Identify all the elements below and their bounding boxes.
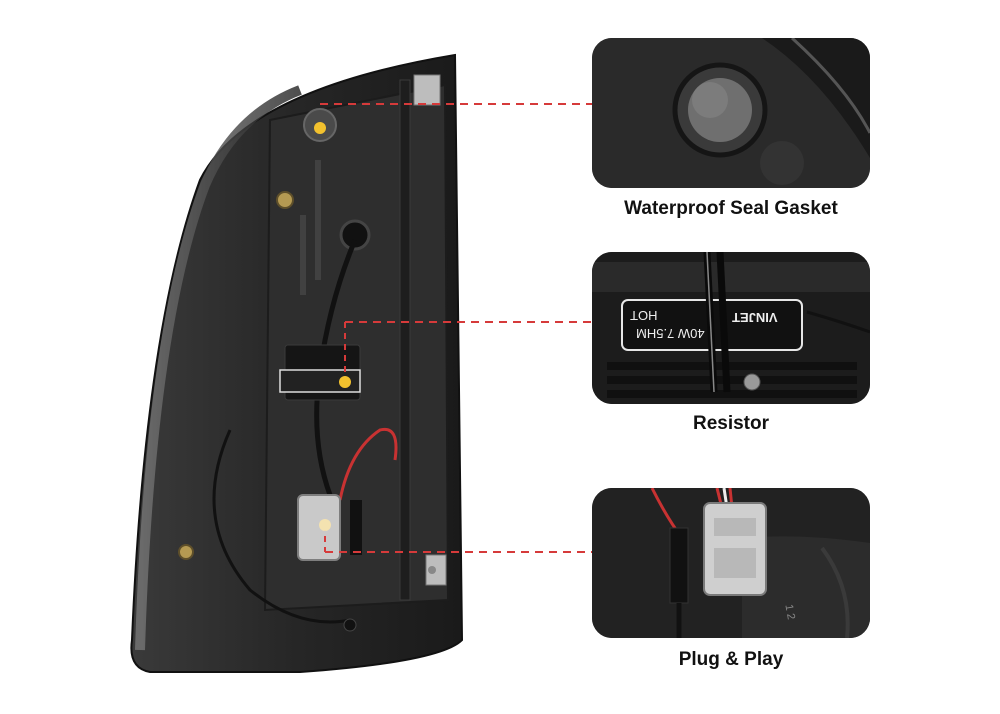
- lower-bolt: [178, 544, 194, 560]
- inline-fuse-closeup: [669, 527, 689, 604]
- plug-connector: [297, 494, 341, 561]
- marker-dot-resistor: [339, 376, 351, 388]
- bottom-screw: [343, 618, 357, 632]
- resistor-closeup: [592, 252, 870, 404]
- side-rail: [399, 79, 411, 601]
- plug-closeup: [592, 488, 870, 638]
- callout-label-seal-gasket: Waterproof Seal Gasket: [624, 198, 838, 219]
- lens-edge: [135, 85, 302, 651]
- plug-inline-fuse: [350, 500, 362, 555]
- resistor-brand: VINJET: [732, 310, 778, 325]
- resistor-label-plate: [279, 369, 361, 393]
- resistor-rating-text: 40W 7.5HM: [636, 326, 705, 341]
- callout-label-resistor: Resistor: [692, 413, 770, 434]
- mounting-bolt: [276, 191, 294, 209]
- photo-seal-gasket: [592, 38, 870, 188]
- resistor-hot-text: HOT: [630, 308, 658, 323]
- wire-grommet: [339, 219, 371, 251]
- photo-plug-and-play: 1 2: [592, 488, 870, 638]
- resistor-screw: [743, 373, 761, 391]
- plug-marking-text: 1 2: [782, 603, 797, 621]
- housing-markings: [300, 160, 321, 295]
- gasket-closeup: [592, 38, 870, 188]
- photo-resistor: VINJET HOT 40W 7.5HM: [592, 252, 870, 404]
- marker-dot-gasket: [314, 122, 326, 134]
- ground-wire: [212, 429, 351, 624]
- top-clip: [413, 74, 441, 106]
- callout-label-plug-and-play: Plug & Play: [678, 649, 784, 670]
- marker-dot-plug: [319, 519, 331, 531]
- red-wire: [338, 427, 398, 501]
- heatsink-fins: [607, 362, 857, 398]
- side-screw: [428, 566, 436, 574]
